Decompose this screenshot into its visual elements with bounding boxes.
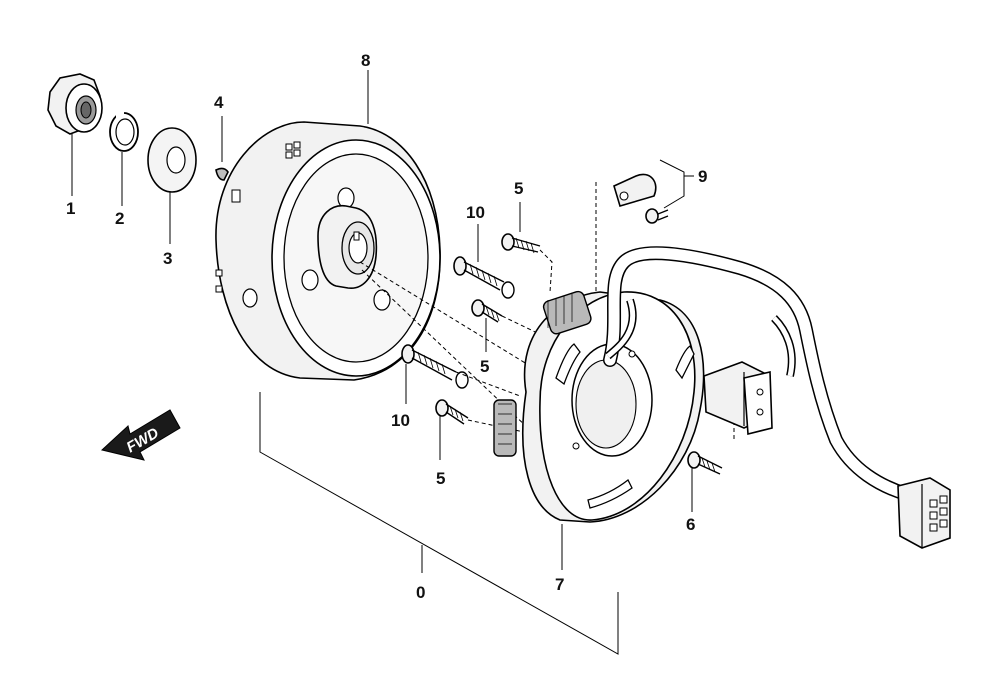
part-10-bolt-lower bbox=[401, 344, 469, 404]
fwd-direction-arrow: FWD bbox=[100, 409, 181, 461]
part-3-washer bbox=[147, 127, 197, 244]
part-4-woodruff-key bbox=[215, 116, 229, 181]
label-part-6: 6 bbox=[686, 515, 695, 534]
part-7-stator-plate bbox=[493, 290, 705, 570]
label-part-0: 0 bbox=[416, 583, 425, 602]
pickup-coil bbox=[703, 361, 773, 436]
part-10-bolt-upper bbox=[453, 224, 515, 299]
label-part-7: 7 bbox=[555, 575, 564, 594]
assembly-bracket-0 bbox=[259, 392, 619, 655]
part-5-bolt-upper bbox=[501, 202, 541, 254]
label-part-2: 2 bbox=[115, 209, 124, 228]
label-part-9: 9 bbox=[698, 167, 707, 186]
part-8-flywheel-rotor bbox=[215, 70, 441, 381]
wiring-harness bbox=[603, 246, 951, 549]
label-part-3: 3 bbox=[163, 249, 172, 268]
part-9-wire-clamp bbox=[613, 159, 694, 224]
label-part-5-upper: 5 bbox=[514, 179, 523, 198]
part-1-flange-nut bbox=[47, 73, 103, 196]
label-part-5-lower: 5 bbox=[436, 469, 445, 488]
label-part-5-middle: 5 bbox=[480, 357, 489, 376]
label-part-8: 8 bbox=[361, 51, 370, 70]
label-part-10-lower: 10 bbox=[391, 411, 410, 430]
part-5-bolt-middle bbox=[471, 299, 503, 352]
part-2-lock-ring bbox=[109, 112, 139, 206]
part-5-bolt-lower bbox=[435, 399, 469, 460]
label-part-10-upper: 10 bbox=[466, 203, 485, 222]
part-6-screw bbox=[687, 451, 723, 512]
label-part-4: 4 bbox=[214, 93, 224, 112]
label-part-1: 1 bbox=[66, 199, 75, 218]
